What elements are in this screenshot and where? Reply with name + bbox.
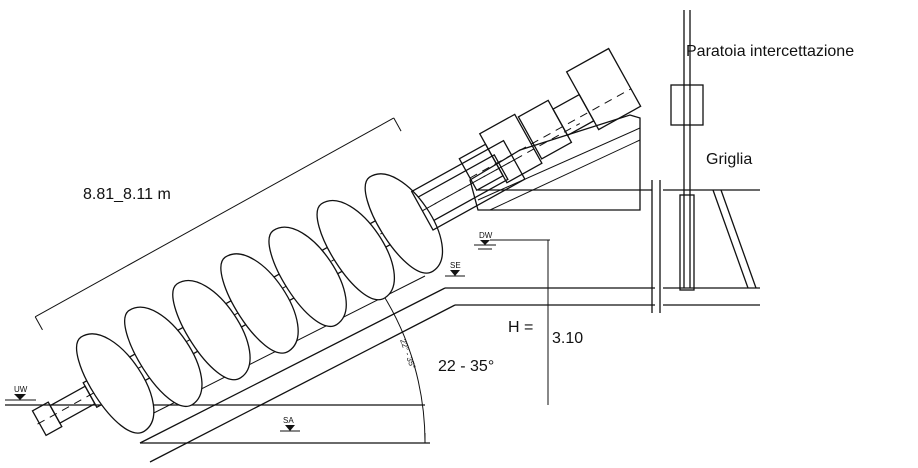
length-label: 8.81_8.11 m (83, 186, 171, 203)
bottom-mark-label: SA (283, 416, 294, 425)
screen-label: Griglia (706, 151, 752, 168)
gate-label: Paratoia intercettazione (686, 43, 854, 60)
lower-water-label: UW (14, 385, 28, 394)
archimedes-screw (31, 117, 581, 437)
upper-mark-symbol: SE (445, 261, 465, 277)
sluice-gate (670, 10, 704, 291)
lower-water-symbol: UW (5, 385, 36, 406)
bottom-mark-symbol: SA (280, 416, 300, 432)
head-value-label: 3.10 (552, 330, 583, 347)
angle-label: 22 - 35° (438, 358, 494, 375)
screw-flights (75, 173, 444, 434)
head-prefix-label: H = (508, 319, 533, 336)
upper-mark-label: SE (450, 261, 461, 270)
angle-arc-label: 22° - 35° (398, 338, 417, 371)
drive-unit (458, 47, 642, 211)
angle-arc (381, 292, 426, 444)
upper-water-symbol: DW (474, 231, 496, 250)
upper-water-label: DW (479, 231, 493, 240)
